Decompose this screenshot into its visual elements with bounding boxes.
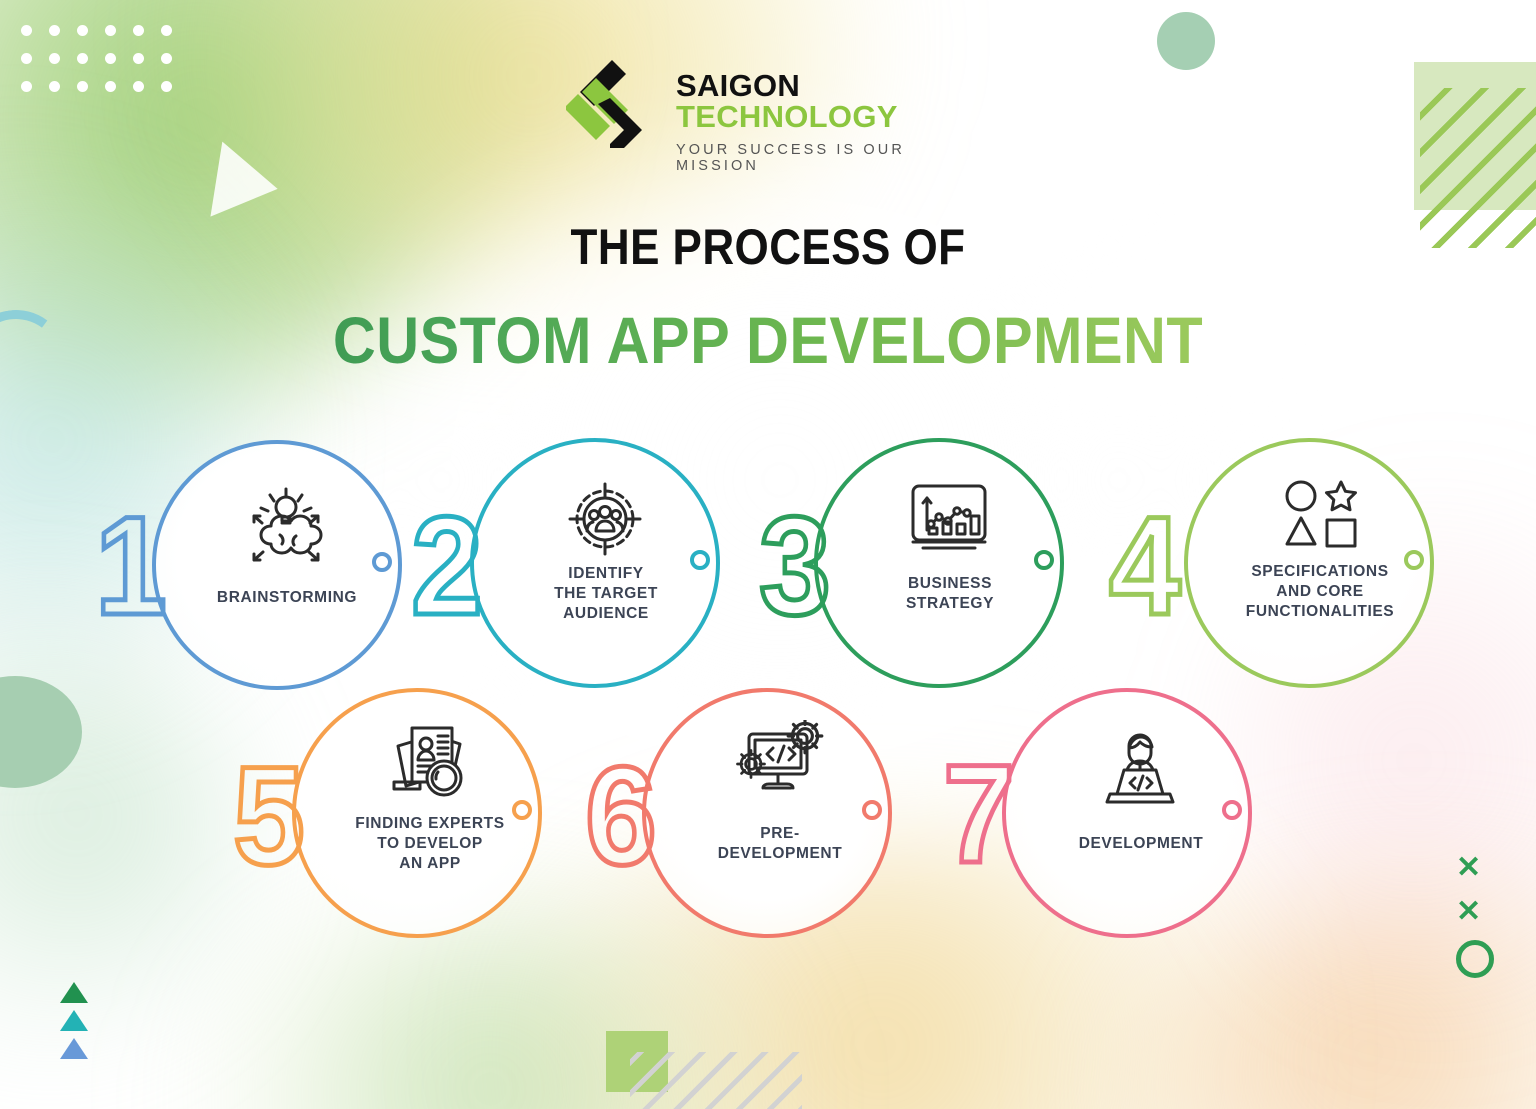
step-3-connector-node [1034, 550, 1054, 570]
title-line-2: CUSTOM APP DEVELOPMENT [77, 302, 1459, 378]
x-mark-icon: ✕ [1456, 851, 1482, 884]
shapes-grid-icon [1184, 476, 1434, 552]
process-step-7[interactable]: 7 DEVELOPMENT [941, 688, 1252, 938]
brand-name: SAIGON TECHNOLOGY [676, 70, 976, 132]
brand-name-technology: TECHNOLOGY [676, 99, 898, 134]
process-step-4[interactable]: 4 SPECIFICATIONS AND CORE FUNCTIONALITIE… [1107, 438, 1434, 688]
process-step-3[interactable]: 3 BUSINESS [757, 438, 1064, 688]
step-7-connector-node [1222, 800, 1242, 820]
process-step-6[interactable]: 6 [583, 688, 892, 938]
step-3-label: BUSINESS STRATEGY [905, 575, 995, 612]
developer-laptop-icon [1002, 726, 1252, 810]
green-stripes-top-right [1420, 88, 1536, 248]
step-6-number: 6 [583, 737, 659, 894]
page-title: THE PROCESS OF CUSTOM APP DEVELOPMENT [0, 218, 1536, 378]
step-1-label: BRAINSTORMING [216, 589, 358, 606]
resume-magnifier-icon [292, 720, 542, 806]
step-3-number: 3 [757, 487, 833, 644]
brand-logo-text: SAIGON TECHNOLOGY YOUR SUCCESS IS OUR MI… [676, 70, 976, 174]
sage-circle-left [0, 676, 82, 788]
white-dot-grid [12, 16, 180, 100]
step-7-ring [1002, 688, 1252, 938]
growth-chart-screen-icon [814, 480, 1064, 556]
step-6-label: PRE- DEVELOPMENT [717, 825, 843, 862]
title-line-1: THE PROCESS OF [570, 219, 966, 275]
process-step-1[interactable]: 1 BRAINSTORMING [93, 440, 402, 690]
step-7-number: 7 [941, 735, 1017, 892]
triangle-blue-icon [60, 1038, 88, 1059]
monitor-code-gears-icon [642, 720, 892, 802]
step-5-connector-node [512, 800, 532, 820]
brain-lightbulb-icon [152, 480, 402, 566]
brand-logo: SAIGON TECHNOLOGY YOUR SUCCESS IS OUR MI… [564, 58, 976, 174]
step-7-label: DEVELOPMENT [1078, 835, 1204, 852]
step-2-number: 2 [409, 487, 485, 644]
step-2-connector-node [690, 550, 710, 570]
white-play-triangle [210, 141, 284, 227]
saigon-chevron-logo-icon [564, 58, 652, 162]
step-4-label: SPECIFICATIONS AND CORE FUNCTIONALITIES [1245, 563, 1395, 620]
process-step-2[interactable]: 2 IDENTIFY THE TARGET AUDIENCE [409, 438, 720, 688]
x-mark-icon: ✕ [1456, 895, 1482, 928]
o-mark-icon [1456, 940, 1494, 978]
step-6-connector-node [862, 800, 882, 820]
step-4-connector-node [1404, 550, 1424, 570]
xo-marks-bottom-right: ✕ ✕ [1456, 846, 1494, 978]
step-5-number: 5 [231, 737, 307, 894]
gray-stripes-bottom [630, 1052, 802, 1109]
triangle-green-icon [60, 982, 88, 1003]
triangle-teal-icon [60, 1010, 88, 1031]
step-4-number: 4 [1107, 487, 1183, 644]
brand-name-saigon: SAIGON [676, 68, 801, 103]
step-1-ring [152, 440, 402, 690]
process-step-5[interactable]: 5 FINDING EXPERTS TO DEVELOP AN APP [231, 688, 542, 938]
step-2-label: IDENTIFY THE TARGET AUDIENCE [554, 565, 658, 622]
step-1-connector-node [372, 552, 392, 572]
step-1-number: 1 [93, 487, 169, 644]
step-3-ring [814, 438, 1064, 688]
step-4-ring [1184, 438, 1434, 688]
step-5-label: FINDING EXPERTS TO DEVELOP AN APP [355, 815, 505, 872]
sage-circle-top-right [1157, 12, 1215, 70]
target-audience-icon [470, 476, 720, 562]
step-2-ring [470, 438, 720, 688]
triangle-stack-bottom-left [60, 982, 88, 1066]
brand-tagline: YOUR SUCCESS IS OUR MISSION [676, 142, 905, 174]
step-6-ring [642, 688, 892, 938]
